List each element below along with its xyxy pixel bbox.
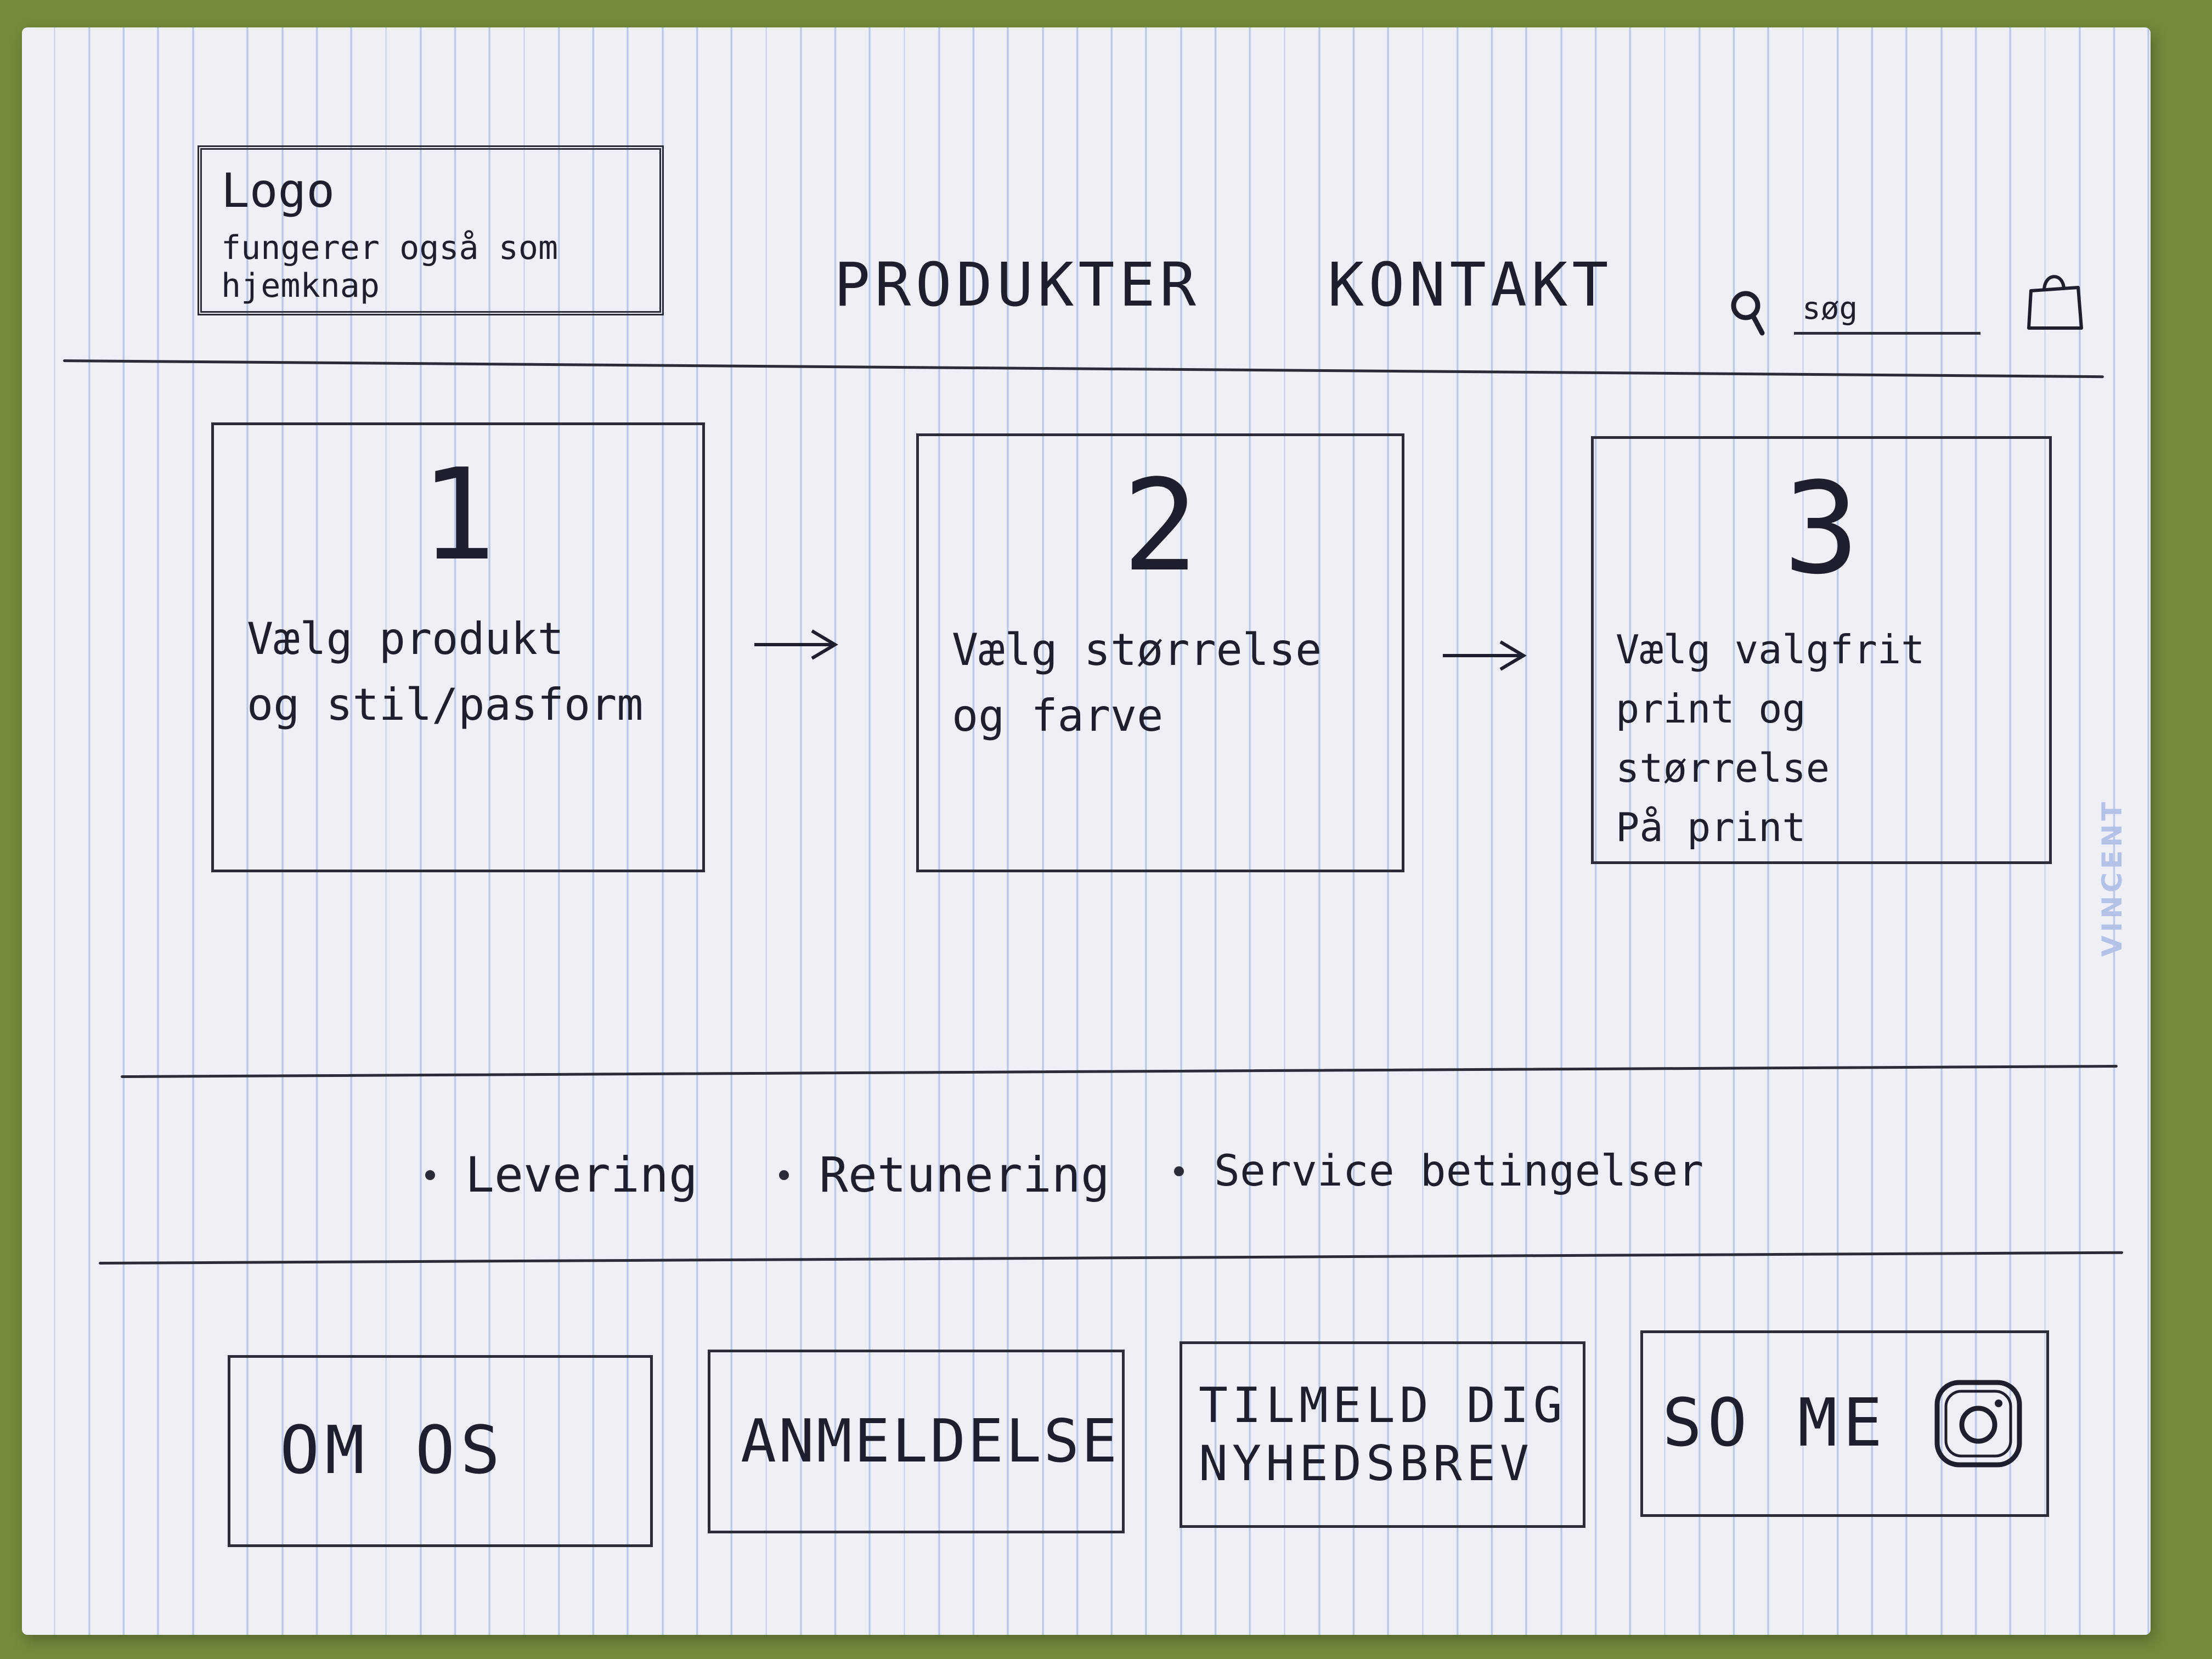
search-input[interactable] (1794, 285, 1980, 335)
header-divider (63, 359, 2104, 379)
info-link-retunering[interactable]: Retunering (779, 1147, 1110, 1203)
newsletter-label: TILMELD DIG NYHEDSBREV (1199, 1377, 1567, 1492)
info-link-label: Levering (465, 1147, 698, 1203)
instagram-icon (1934, 1380, 2022, 1468)
step-number: 1 (420, 442, 496, 589)
sketch-paper: Logo fungerer også som hjemknap PRODUKTE… (22, 27, 2151, 1635)
search-bar (1728, 280, 1986, 346)
arrow-right-icon (754, 629, 838, 660)
info-link-service-betingelser[interactable]: Service betingelser (1174, 1147, 1703, 1196)
arrow-right-icon (1443, 640, 1527, 671)
footer-divider (98, 1251, 2123, 1265)
logo-home-button[interactable]: Logo fungerer også som hjemknap (198, 145, 664, 315)
about-us-label: OM OS (280, 1413, 506, 1489)
about-us-button[interactable]: OM OS (228, 1355, 653, 1547)
reviews-label: ANMELDELSE (741, 1407, 1120, 1476)
logo-title: Logo (221, 163, 335, 218)
step-card-2[interactable]: 2 Vælg størrelse og farve (916, 433, 1404, 872)
step-description: Vælg størrelse og farve (952, 624, 1322, 741)
step-description: Vælg valgfrit print og størrelse På prin… (1616, 627, 1925, 850)
step-number: 2 (1122, 453, 1199, 600)
social-media-label: SO ME (1662, 1385, 1888, 1462)
info-link-levering[interactable]: Levering (425, 1147, 698, 1203)
brand-watermark: VINCENT (2087, 795, 2137, 960)
step-description: Vælg produkt og stil/pasform (247, 613, 644, 730)
step-number: 3 (1783, 456, 1860, 602)
logo-subtitle: fungerer også som hjemknap (221, 229, 558, 305)
nav-kontakt[interactable]: KONTAKT (1328, 250, 1613, 320)
reviews-button[interactable]: ANMELDELSE (708, 1350, 1125, 1533)
info-link-label: Service betingelser (1214, 1147, 1704, 1196)
info-link-label: Retunering (819, 1147, 1110, 1203)
watermark-text: VINCENT (2096, 799, 2129, 957)
social-media-button[interactable]: SO ME (1640, 1330, 2049, 1517)
search-icon[interactable] (1728, 288, 1769, 337)
bullet-icon (425, 1170, 435, 1180)
step-card-3[interactable]: 3 Vælg valgfrit print og størrelse På pr… (1591, 436, 2052, 864)
content-divider (120, 1064, 2118, 1078)
shopping-bag-icon[interactable] (2024, 269, 2085, 332)
step-card-1[interactable]: 1 Vælg produkt og stil/pasform (211, 422, 705, 872)
bullet-icon (1174, 1166, 1184, 1176)
newsletter-signup-button[interactable]: TILMELD DIG NYHEDSBREV (1180, 1341, 1585, 1528)
nav-produkter[interactable]: PRODUKTER (834, 250, 1201, 320)
bullet-icon (779, 1170, 789, 1180)
